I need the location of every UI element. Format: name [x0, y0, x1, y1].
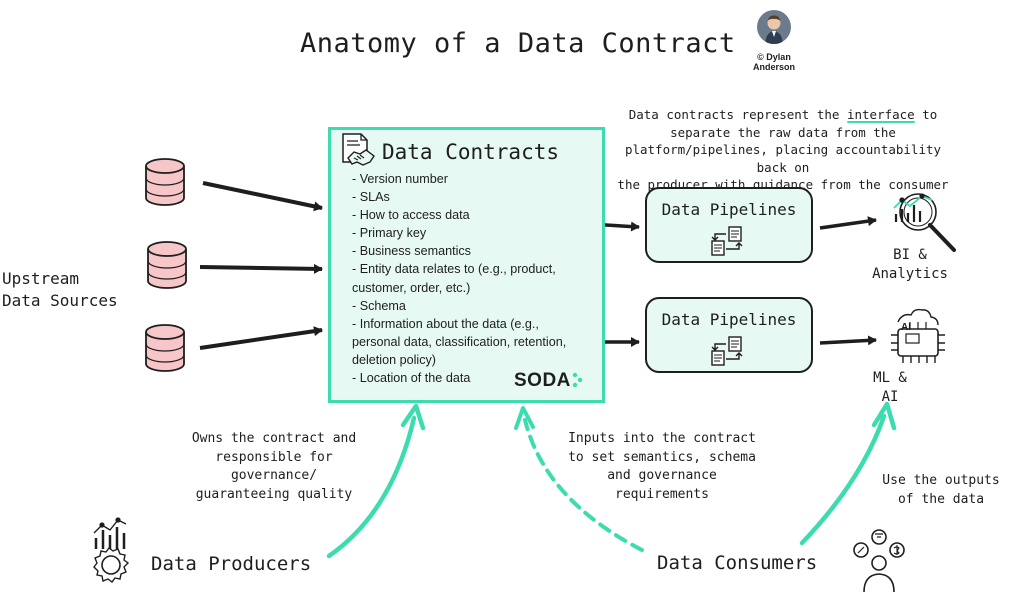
soda-logo: SODA — [514, 370, 584, 392]
bi-label-line1: BI & — [893, 247, 927, 263]
contract-item: - SLAs — [352, 190, 390, 205]
note-line: and governance — [607, 468, 717, 483]
data-contract-box — [328, 127, 605, 403]
upstream-label-line1: Upstream — [2, 269, 80, 288]
source-arrow — [202, 181, 323, 212]
consumer-input-arrow — [523, 418, 644, 552]
diagram-title: Anatomy of a Data Contract — [300, 28, 736, 59]
producer-arrow-head — [400, 403, 426, 431]
contract-item: - How to access data — [352, 208, 470, 223]
soda-logo-text: SODA — [514, 370, 571, 391]
pipeline-docs-icon — [711, 226, 743, 256]
contract-item: - Entity data relates to (e.g., product, — [352, 262, 556, 277]
data-pipeline-box-1: Data Pipelines — [645, 187, 813, 263]
note-line: of the data — [897, 491, 985, 507]
consumer-output-arrow — [799, 413, 887, 546]
note-line: responsible for — [215, 449, 333, 465]
source-arrow — [199, 326, 323, 350]
contract-item: deletion policy) — [352, 352, 437, 367]
note-line: requirements — [615, 486, 709, 502]
data-producers-label: Data Producers — [151, 553, 312, 575]
author-avatar — [757, 10, 791, 44]
interface-note-pre: Data contracts represent the — [628, 107, 847, 122]
contract-handshake-icon — [342, 133, 375, 166]
consumer-input-note: Inputs into the contract to set semantic… — [555, 430, 769, 504]
pipeline-docs-icon — [711, 336, 743, 366]
note-line: Inputs into the contract — [568, 431, 756, 446]
ai-chip-label: AI — [901, 322, 911, 333]
contract-item: - Location of the data — [352, 371, 471, 386]
note-line: guaranteeing quality — [195, 486, 353, 502]
contract-item: - Business semantics — [352, 244, 471, 259]
soda-logo-dots-icon — [572, 372, 583, 388]
data-pipeline-box-2: Data Pipelines — [645, 297, 813, 373]
data-consumers-label: Data Consumers — [657, 552, 818, 574]
database-icon — [147, 241, 187, 289]
bi-analytics-label: BI & Analytics — [860, 246, 960, 284]
contract-item: - Primary key — [352, 226, 427, 241]
ml-label-line1: ML & — [873, 370, 907, 386]
producer-arrow — [326, 415, 417, 559]
pipeline-label: Data Pipelines — [661, 200, 797, 219]
upstream-sources-label: Upstream Data Sources — [2, 268, 142, 312]
contract-items-list: - Version number - SLAs - How to access … — [352, 170, 602, 387]
note-line: Owns the contract and — [191, 431, 357, 446]
pipeline-to-output-arrow — [819, 216, 877, 230]
contract-item: - Schema — [352, 298, 406, 313]
contract-item: customer, order, etc.) — [352, 280, 471, 295]
producer-responsibility-note: Owns the contract and responsible for go… — [174, 430, 374, 504]
producer-gear-chart-icon — [93, 517, 130, 583]
pipeline-label: Data Pipelines — [661, 310, 797, 329]
bi-label-line2: Analytics — [872, 266, 948, 282]
interface-note-line3: platform/pipelines, placing accountabili… — [624, 142, 942, 175]
database-icon — [145, 158, 185, 206]
interface-keyword: interface — [846, 107, 915, 122]
ml-ai-label: ML & AI — [860, 369, 920, 407]
interface-note: Data contracts represent the interface t… — [613, 106, 953, 194]
note-line: Use the outputs — [882, 473, 1000, 488]
interface-note-line2: separate the raw data from the — [670, 124, 896, 140]
pipeline-to-output-arrow — [819, 335, 877, 346]
note-line: governance/ — [230, 468, 318, 483]
contract-item: - Version number — [352, 172, 448, 186]
ml-label-line2: AI — [881, 389, 899, 405]
source-arrow — [199, 263, 323, 274]
consumer-output-note: Use the outputs of the data — [866, 472, 1016, 509]
author-name-line2: Anderson — [752, 62, 795, 72]
interface-note-post: to — [914, 107, 938, 122]
contract-title: Data Contracts — [382, 140, 560, 164]
upstream-label-line2: Data Sources — [2, 291, 118, 310]
database-icon — [145, 324, 185, 372]
ai-chip-icon — [891, 308, 945, 363]
author-name-line1: © Dylan — [757, 52, 791, 62]
consumer-person-icon — [853, 529, 905, 593]
analytics-magnifier-icon — [893, 193, 956, 252]
contract-item: personal data, classification, retention… — [352, 334, 567, 349]
consumer-input-arrow-head — [514, 406, 535, 430]
contract-item: - Information about the data (e.g., — [352, 316, 539, 331]
consumer-output-arrow-head — [871, 401, 897, 431]
note-line: to set semantics, schema — [568, 449, 756, 465]
